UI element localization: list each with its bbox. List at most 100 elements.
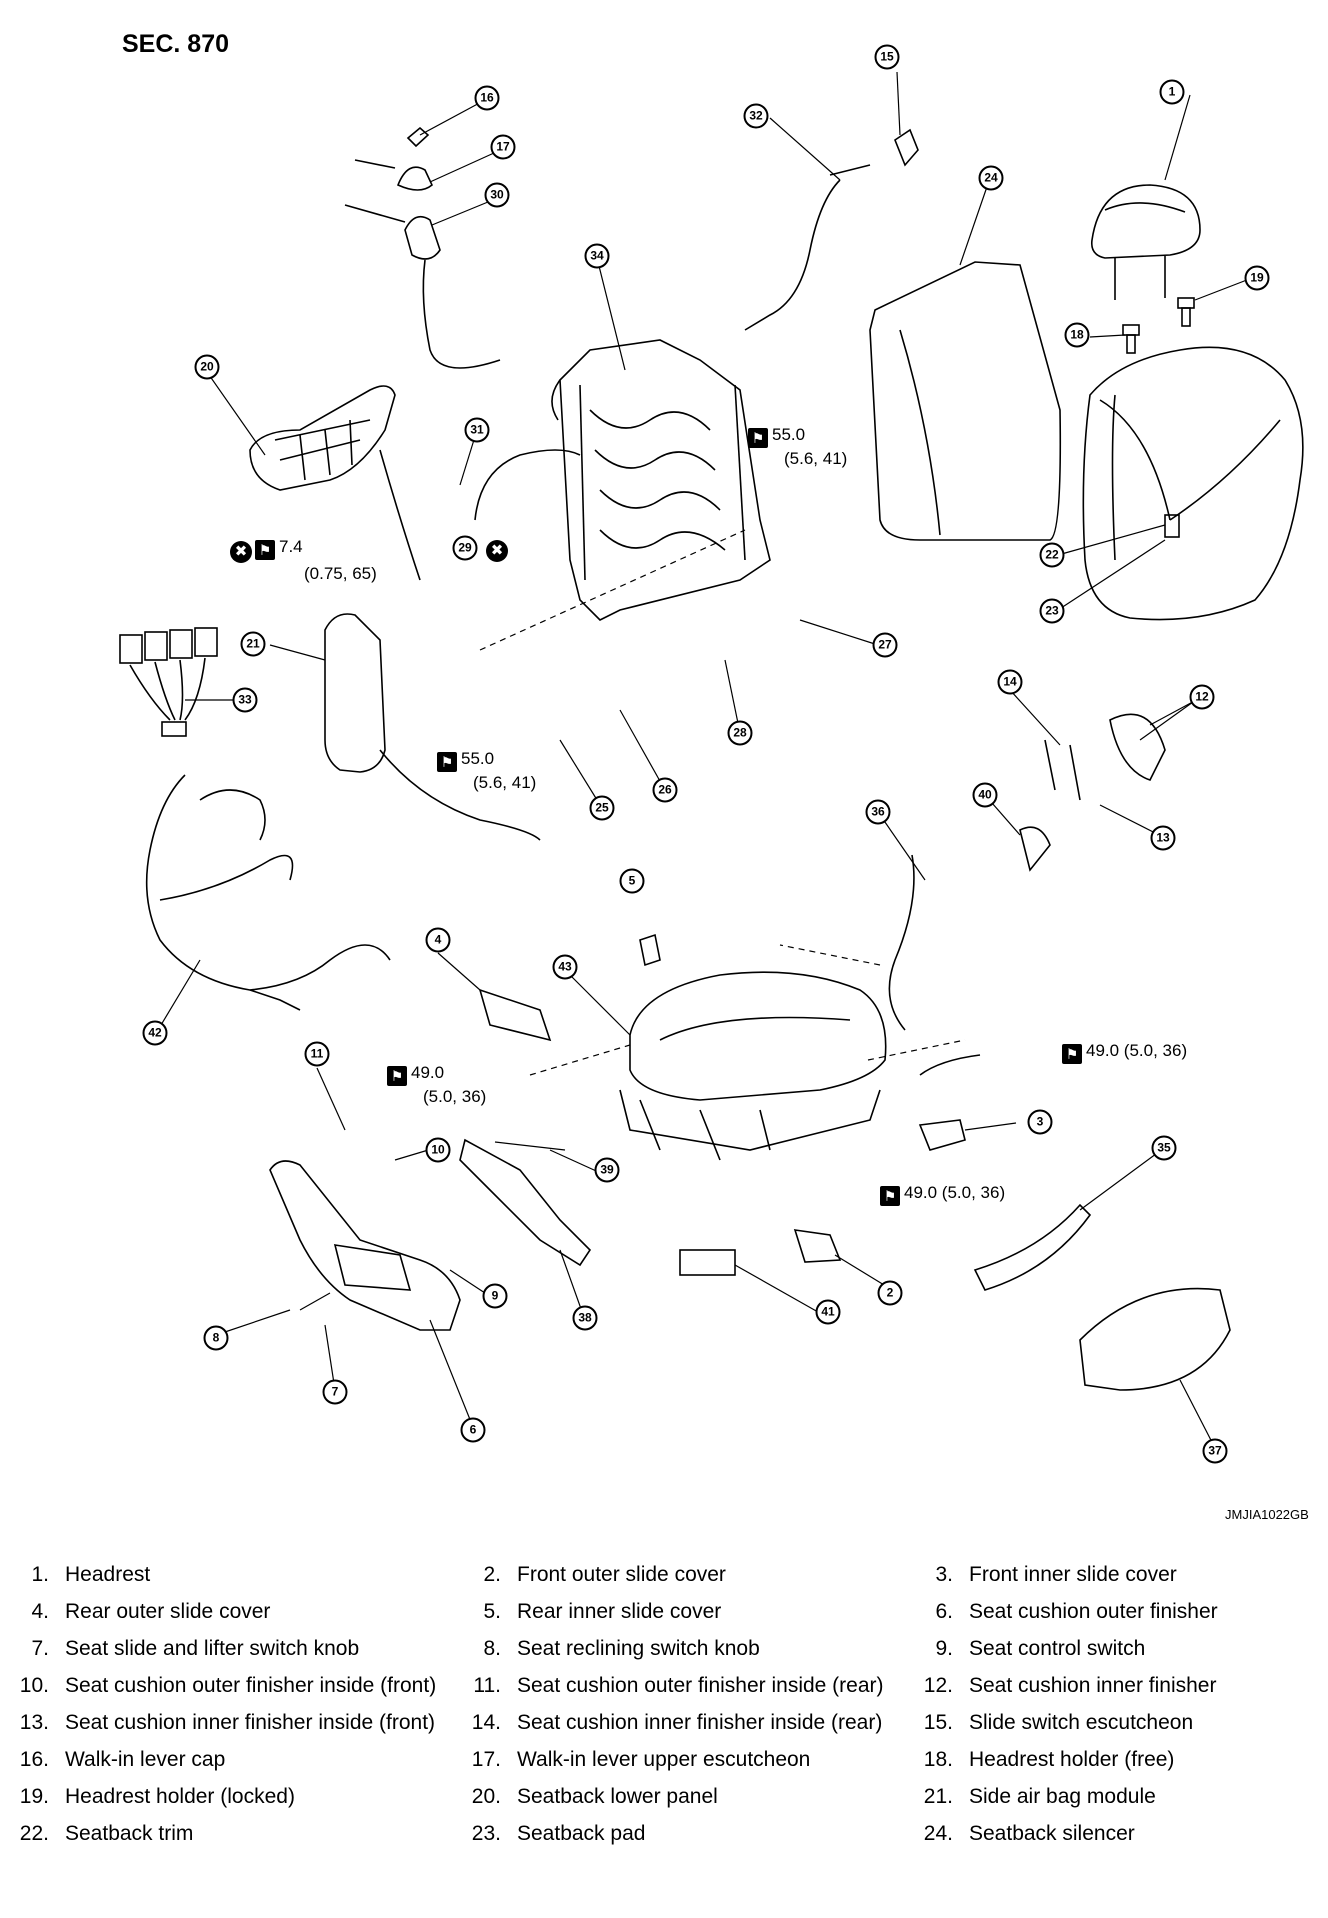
legend-row: 7.Seat slide and lifter switch knob 8.Se… xyxy=(0,1634,1328,1671)
harness-33-drawing xyxy=(119,627,218,737)
legend-item: 24.Seatback silencer xyxy=(923,1822,1135,1845)
legend-item: 12.Seat cushion inner finisher xyxy=(923,1674,1217,1697)
torque-spec: ⚑55.0(5.6, 41) xyxy=(437,748,536,794)
do-not-reuse-icon: ✖ xyxy=(486,540,508,562)
callout-1: 1 xyxy=(1159,79,1185,105)
callout-21: 21 xyxy=(240,631,266,657)
seatback-trim-drawing xyxy=(1082,346,1304,621)
cable-drawing xyxy=(474,449,581,521)
callout-40: 40 xyxy=(972,782,998,808)
legend-row: 16.Walk-in lever cap 17.Walk-in lever up… xyxy=(0,1745,1328,1782)
callout-11: 11 xyxy=(304,1041,330,1067)
torque-spec: ✖⚑7.4(0.75, 65) xyxy=(230,536,377,585)
callout-12: 12 xyxy=(1189,684,1215,710)
callout-17: 17 xyxy=(490,134,516,160)
callout-29: 29 xyxy=(452,535,478,561)
legend-item: 7.Seat slide and lifter switch knob xyxy=(31,1637,360,1660)
module-41-drawing xyxy=(679,1249,736,1276)
callout-27: 27 xyxy=(872,632,898,658)
callout-15: 15 xyxy=(874,44,900,70)
legend-row: 4.Rear outer slide cover 5.Rear inner sl… xyxy=(0,1597,1328,1634)
legend-item: 5.Rear inner slide cover xyxy=(483,1600,722,1623)
figure-code: JMJIA1022GB xyxy=(1225,1507,1309,1522)
legend-item: 15.Slide switch escutcheon xyxy=(923,1711,1194,1734)
callout-18: 18 xyxy=(1064,322,1090,348)
callout-38: 38 xyxy=(572,1305,598,1331)
callout-26: 26 xyxy=(652,777,678,803)
callout-24: 24 xyxy=(978,165,1004,191)
legend-item: 22.Seatback trim xyxy=(19,1822,194,1845)
callout-43: 43 xyxy=(552,954,578,980)
legend-row: 13.Seat cushion inner finisher inside (f… xyxy=(0,1708,1328,1745)
callout-42: 42 xyxy=(142,1020,168,1046)
callout-6: 6 xyxy=(460,1417,486,1443)
legend-row: 1.Headrest 2.Front outer slide cover 3.F… xyxy=(0,1560,1328,1597)
callout-41: 41 xyxy=(815,1299,841,1325)
callout-37: 37 xyxy=(1202,1438,1228,1464)
callout-16: 16 xyxy=(474,85,500,111)
torque-icon: ⚑ xyxy=(437,752,457,772)
exploded-seat-diagram: SEC. 870 JMJIA1022GB xyxy=(119,30,1309,1522)
torque-spec: ⚑49.0 (5.0, 36) xyxy=(880,1182,1005,1206)
legend-item: 21.Side air bag module xyxy=(923,1785,1156,1808)
callout-4: 4 xyxy=(425,927,451,953)
callout-5: 5 xyxy=(619,868,645,894)
legend-item: 23.Seatback pad xyxy=(471,1822,646,1845)
seatback-silencer-drawing xyxy=(869,261,1062,541)
legend-item: 9.Seat control switch xyxy=(935,1637,1146,1660)
callout-25: 25 xyxy=(589,795,615,821)
legend-item: 11.Seat cushion outer finisher inside (r… xyxy=(473,1674,884,1697)
callout-39: 39 xyxy=(594,1157,620,1183)
callout-10: 10 xyxy=(425,1137,451,1163)
legend-item: 18.Headrest holder (free) xyxy=(923,1748,1175,1771)
legend-item: 3.Front inner slide cover xyxy=(935,1563,1177,1586)
do-not-reuse-icon: ✖ xyxy=(230,541,252,563)
side-airbag-drawing xyxy=(324,613,541,841)
callout-14: 14 xyxy=(997,669,1023,695)
callout-9: 9 xyxy=(482,1283,508,1309)
callout-32: 32 xyxy=(743,103,769,129)
legend-item: 6.Seat cushion outer finisher xyxy=(935,1600,1218,1623)
legend-item: 1.Headrest xyxy=(31,1563,151,1586)
parts-drawing xyxy=(119,71,1304,1449)
legend-item: 16.Walk-in lever cap xyxy=(19,1748,226,1771)
callout-7: 7 xyxy=(322,1379,348,1405)
slide-escutcheon-drawing xyxy=(744,128,919,331)
torque-spec: ⚑55.0(5.6, 41) xyxy=(748,424,847,470)
callout-36: 36 xyxy=(865,799,891,825)
torque-icon: ⚑ xyxy=(748,428,768,448)
section-label: SEC. 870 xyxy=(122,30,230,58)
finisher-38-drawing xyxy=(459,1138,592,1267)
seat-cushion-drawing xyxy=(619,971,887,1161)
callout-3: 3 xyxy=(1027,1109,1053,1135)
headrest-drawing xyxy=(1090,184,1201,300)
callout-31: 31 xyxy=(464,417,490,443)
torque-icon: ⚑ xyxy=(880,1186,900,1206)
callout-28: 28 xyxy=(727,720,753,746)
legend-row: 10.Seat cushion outer finisher inside (f… xyxy=(0,1671,1328,1708)
cushion-37-drawing xyxy=(1079,1287,1231,1391)
callout-30: 30 xyxy=(484,182,510,208)
callout-34: 34 xyxy=(584,243,610,269)
callout-2: 2 xyxy=(877,1280,903,1306)
torque-icon: ⚑ xyxy=(387,1066,407,1086)
parts-legend: 1.Headrest 2.Front outer slide cover 3.F… xyxy=(0,1560,1328,1856)
legend-item: 4.Rear outer slide cover xyxy=(31,1600,271,1623)
legend-item: 20.Seatback lower panel xyxy=(471,1785,718,1808)
seatback-frame-drawing xyxy=(551,339,771,621)
legend-item: 17.Walk-in lever upper escutcheon xyxy=(471,1748,811,1771)
legend-item: 13.Seat cushion inner finisher inside (f… xyxy=(19,1711,436,1734)
callout-19: 19 xyxy=(1244,265,1270,291)
torque-icon: ⚑ xyxy=(255,540,275,560)
legend-item: 14.Seat cushion inner finisher inside (r… xyxy=(471,1711,883,1734)
torque-spec: ⚑49.0 (5.0, 36) xyxy=(1062,1040,1187,1064)
headrest-holders-drawing xyxy=(1122,297,1195,354)
seatback-lower-panel-drawing xyxy=(249,385,396,491)
torque-spec: ⚑49.0(5.0, 36) xyxy=(387,1062,486,1108)
callout-13: 13 xyxy=(1150,825,1176,851)
legend-row: 19.Headrest holder (locked) 20.Seatback … xyxy=(0,1782,1328,1819)
callout-20: 20 xyxy=(194,354,220,380)
walkin-lever-drawing xyxy=(344,126,501,369)
legend-item: 19.Headrest holder (locked) xyxy=(19,1785,295,1808)
cover-35-drawing xyxy=(973,1203,1092,1291)
